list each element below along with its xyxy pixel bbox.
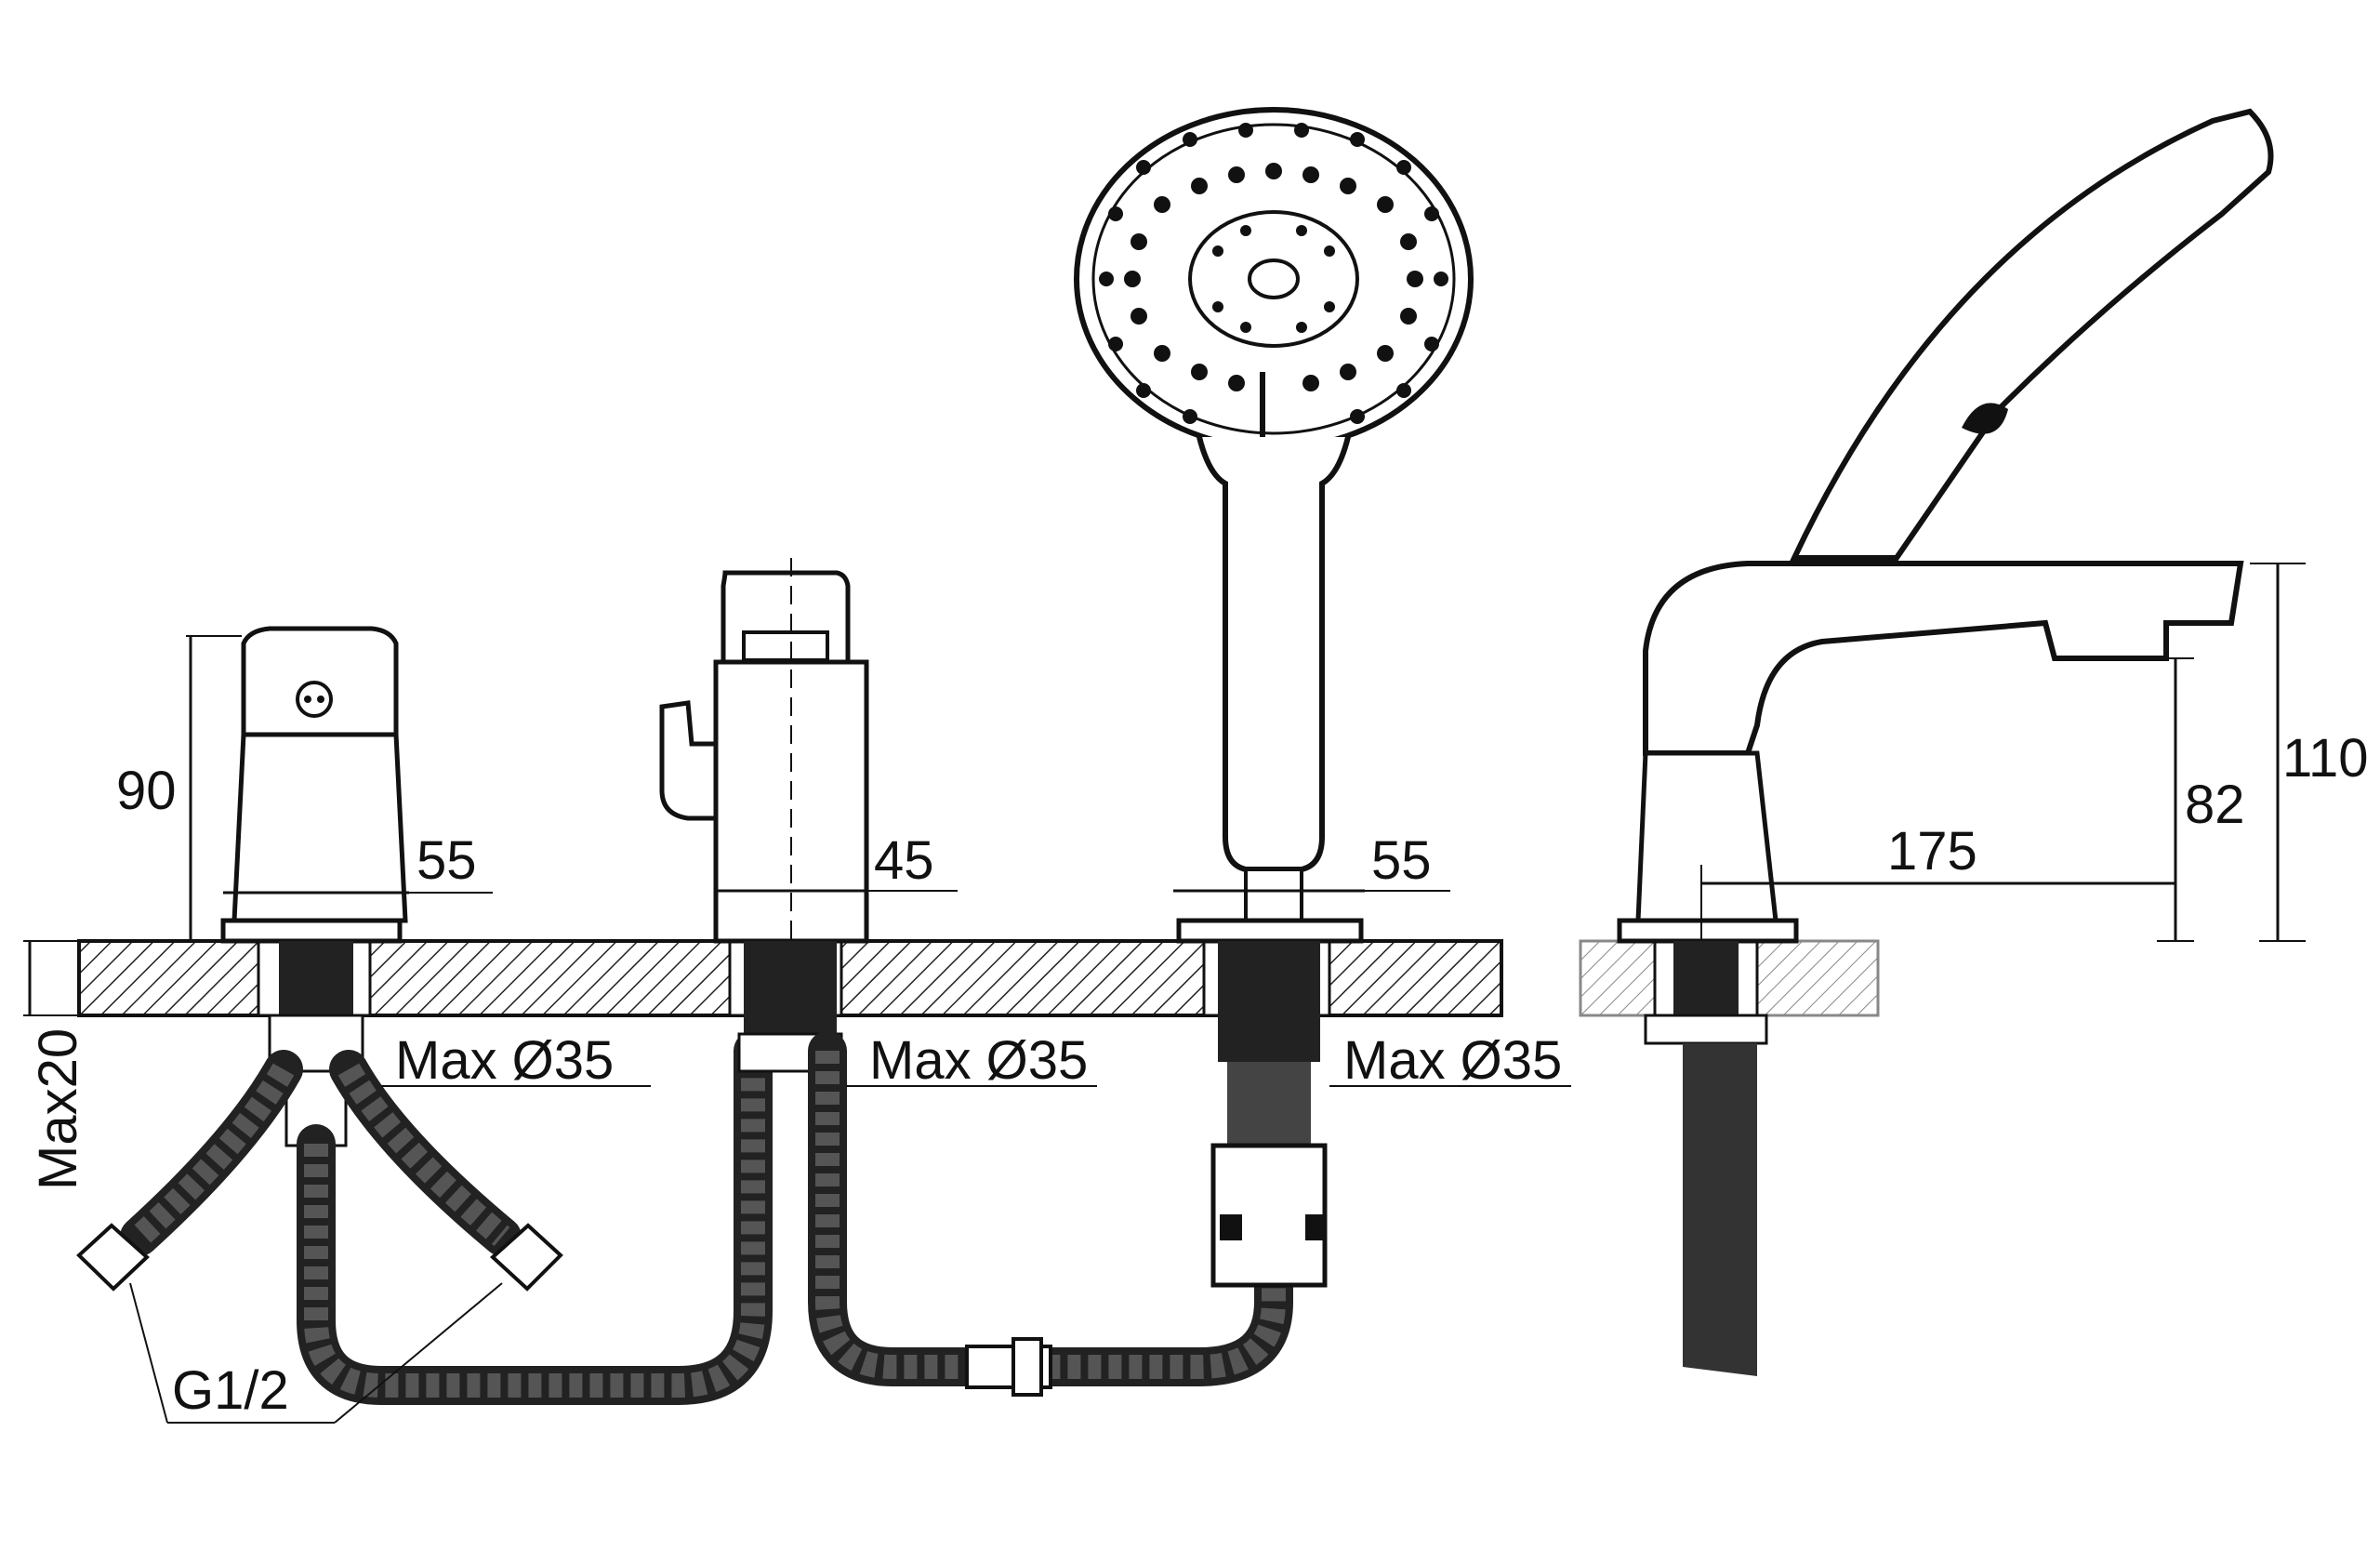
- mixer-valve: [220, 626, 408, 1147]
- label-spout-reach: 175: [1887, 821, 1977, 881]
- label-max-thickness: Max20: [28, 1028, 88, 1190]
- label-spout-height: 82: [2185, 775, 2245, 835]
- label-mixer-height: 90: [116, 761, 177, 821]
- label-max-hole-2: Max Ø35: [869, 1030, 1088, 1091]
- label-thread: G1/2: [172, 1360, 289, 1421]
- label-max-hole-1: Max Ø35: [395, 1030, 614, 1091]
- shower-hose: [808, 1031, 1293, 1397]
- inlet-hoses: [76, 1031, 773, 1405]
- diverter-valve: [659, 558, 869, 1073]
- side-view: [1579, 108, 2274, 1376]
- label-mixer-base: 55: [416, 830, 477, 891]
- spray-nozzles: [1099, 123, 1448, 424]
- dimension-lines: [23, 563, 2306, 1424]
- label-shower-base: 55: [1371, 830, 1432, 891]
- label-diverter-base: 45: [874, 830, 934, 891]
- label-max-hole-3: Max Ø35: [1343, 1030, 1562, 1091]
- hand-shower: [1074, 107, 1474, 1288]
- label-total-height: 110: [2282, 728, 2368, 789]
